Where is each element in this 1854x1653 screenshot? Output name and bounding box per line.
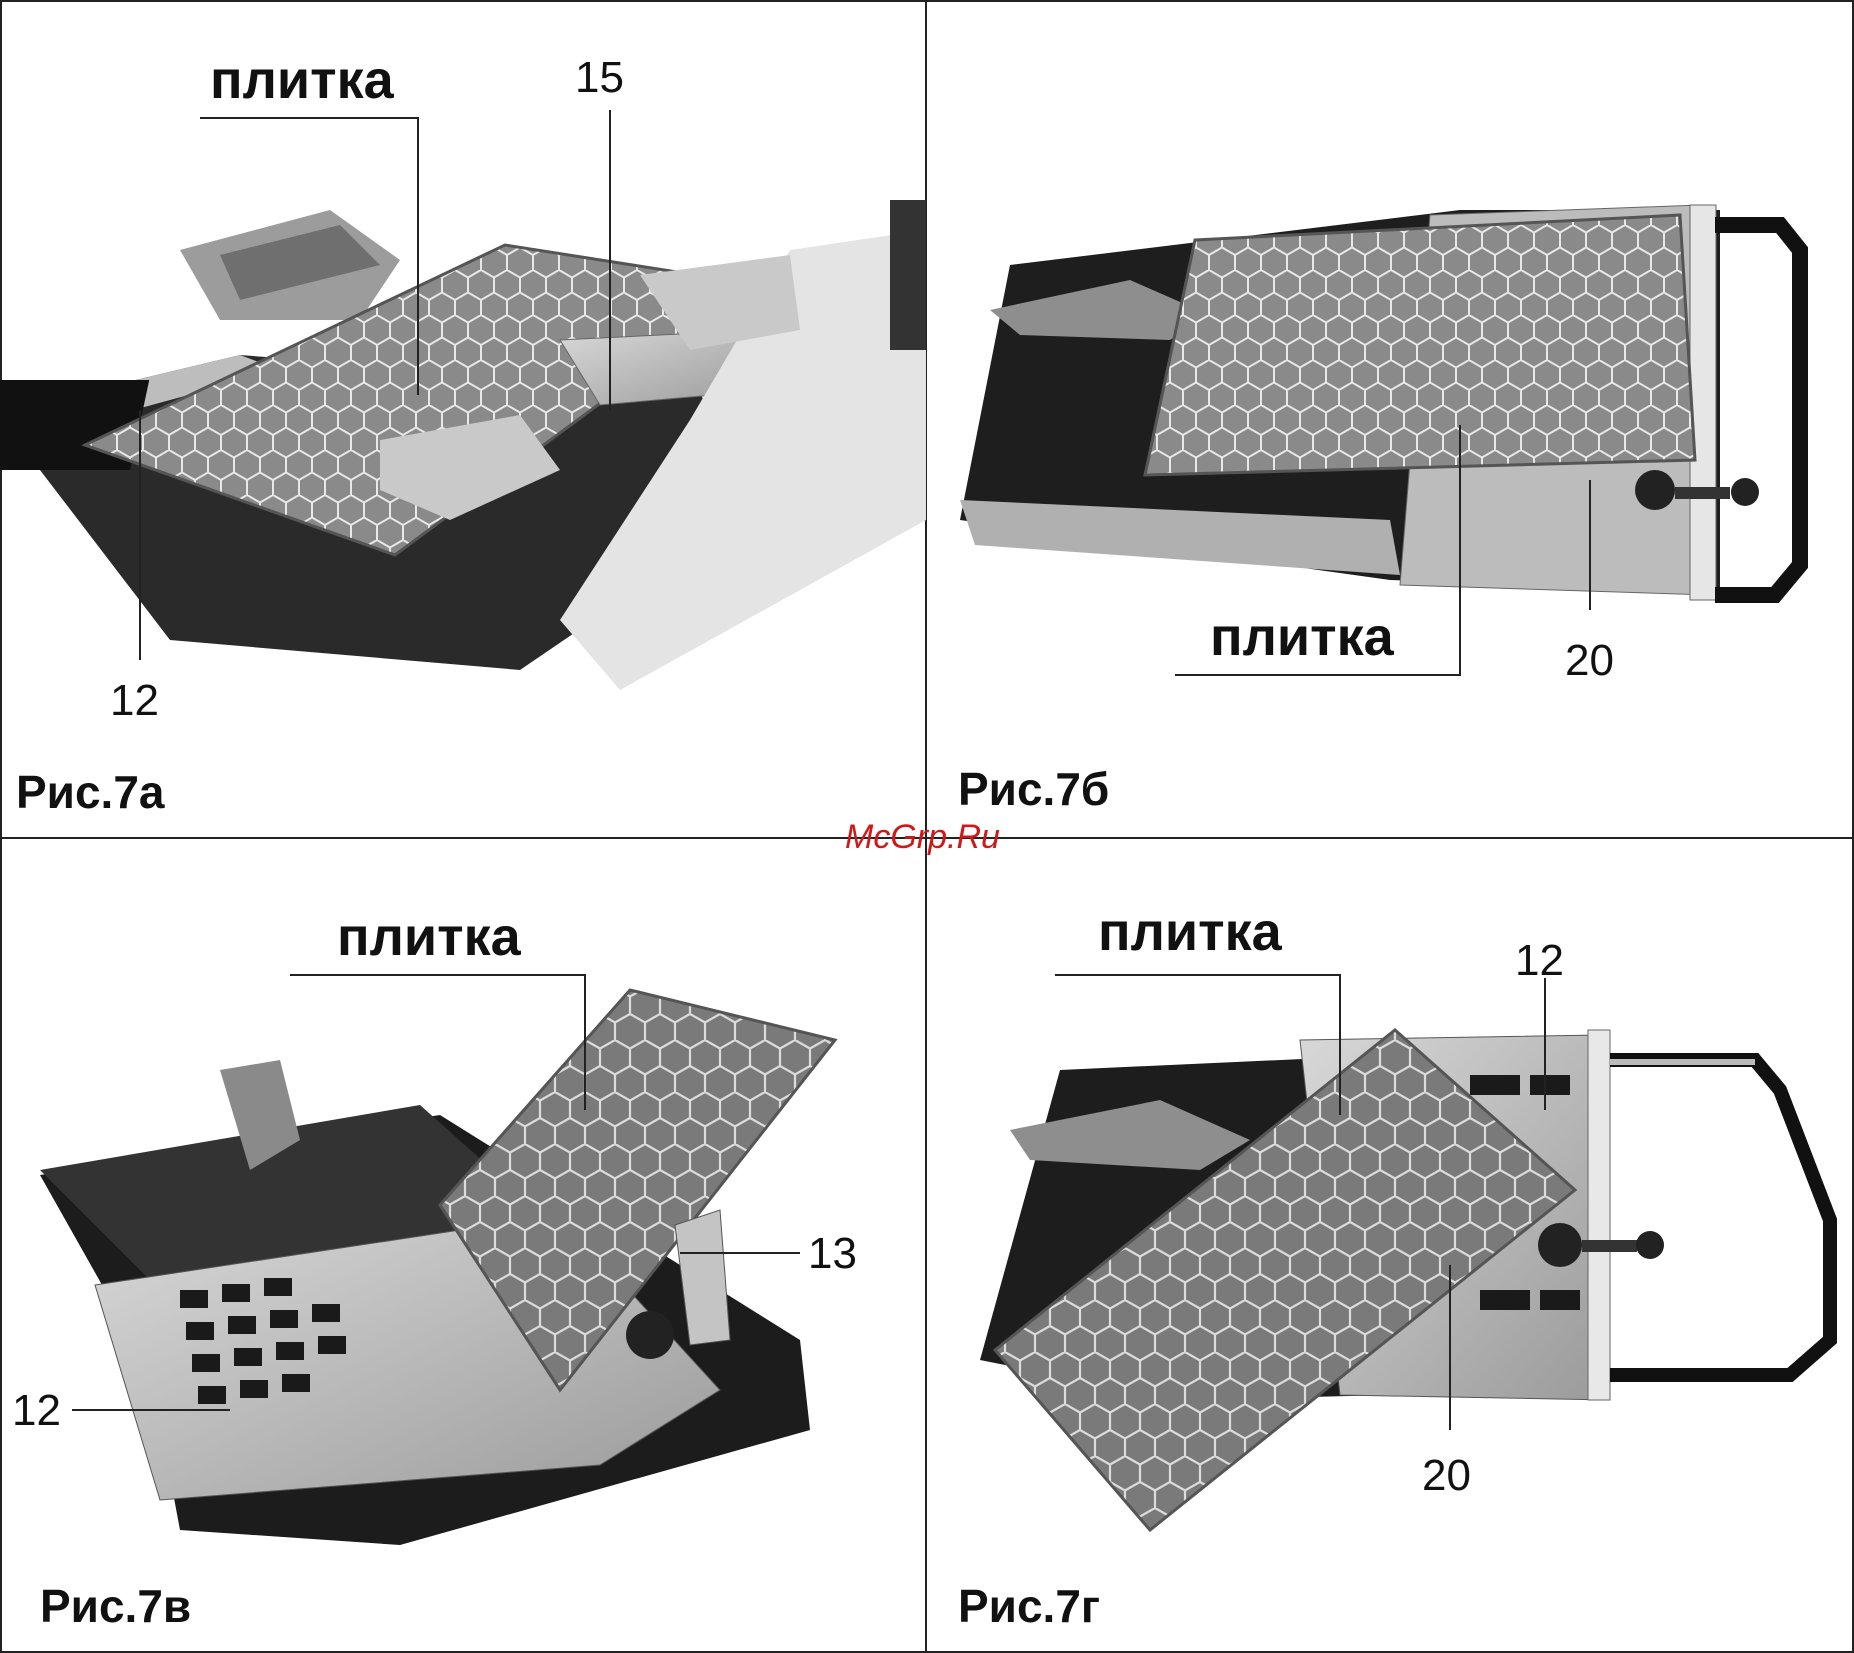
tile-saw-photo-b — [960, 205, 1800, 600]
callout-12-d: 12 — [1515, 936, 1564, 985]
callout-12-c: 12 — [12, 1386, 61, 1435]
callout-20-b: 20 — [1565, 636, 1614, 685]
figure-caption-7d: Рис.7г — [958, 1580, 1100, 1632]
callout-12-a: 12 — [110, 676, 159, 725]
callout-15: 15 — [575, 53, 624, 102]
tile-label-d: плитка — [1098, 902, 1283, 962]
tile-label-a: плитка — [210, 50, 395, 110]
callout-20-d: 20 — [1422, 1451, 1471, 1500]
figure-caption-7c: Рис.7в — [40, 1580, 191, 1632]
figure-caption-7b: Рис.7б — [958, 763, 1109, 815]
figure-caption-7a: Рис.7а — [16, 766, 165, 818]
callout-13: 13 — [808, 1229, 857, 1278]
tile-label-c: плитка — [337, 907, 522, 967]
tile-label-b: плитка — [1210, 607, 1395, 667]
watermark-text: McGrp.Ru — [845, 818, 1000, 856]
